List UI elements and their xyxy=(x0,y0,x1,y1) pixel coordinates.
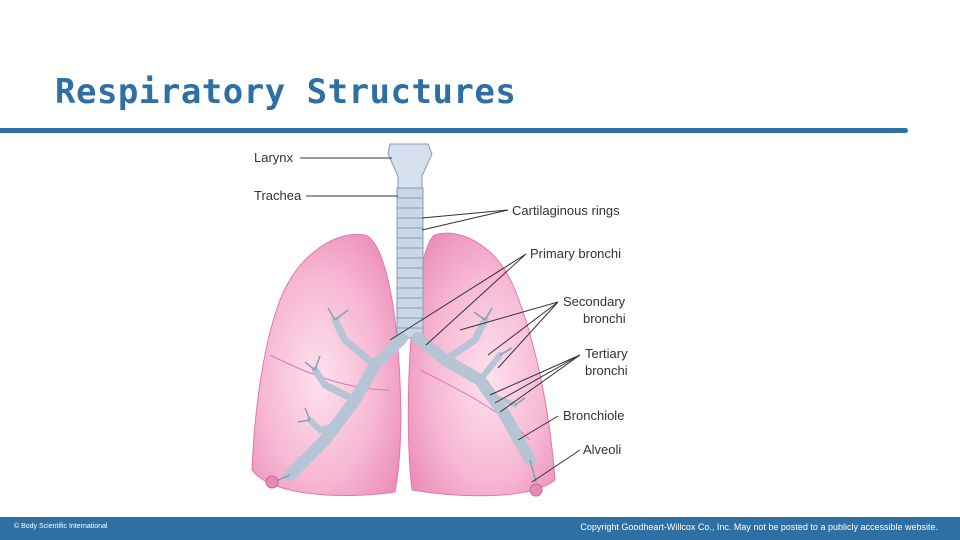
footer-bar: © Body Scientific International Copyrigh… xyxy=(0,517,960,540)
alveoli-left xyxy=(266,476,278,488)
label-alveoli: Alveoli xyxy=(583,442,621,457)
footer-credit: © Body Scientific International xyxy=(14,523,108,530)
label-secondary-bronchi: Secondary xyxy=(563,294,626,309)
respiratory-diagram: Larynx Trachea Cartilaginous rings Prima… xyxy=(230,140,650,510)
label-tertiary-bronchi: Tertiary xyxy=(585,346,628,361)
larynx xyxy=(388,144,432,188)
label-larynx: Larynx xyxy=(254,150,294,165)
label-cartilaginous-rings: Cartilaginous rings xyxy=(512,203,620,218)
label-secondary-bronchi-2: bronchi xyxy=(583,311,626,326)
label-primary-bronchi: Primary bronchi xyxy=(530,246,621,261)
trachea xyxy=(397,188,423,338)
label-trachea: Trachea xyxy=(254,188,302,203)
footer-copyright: Copyright Goodheart-Willcox Co., Inc. Ma… xyxy=(580,522,938,532)
label-tertiary-bronchi-2: bronchi xyxy=(585,363,628,378)
alveoli-right xyxy=(530,484,542,496)
label-bronchiole: Bronchiole xyxy=(563,408,624,423)
title-underline xyxy=(0,128,908,133)
slide-title: Respiratory Structures xyxy=(55,72,516,112)
